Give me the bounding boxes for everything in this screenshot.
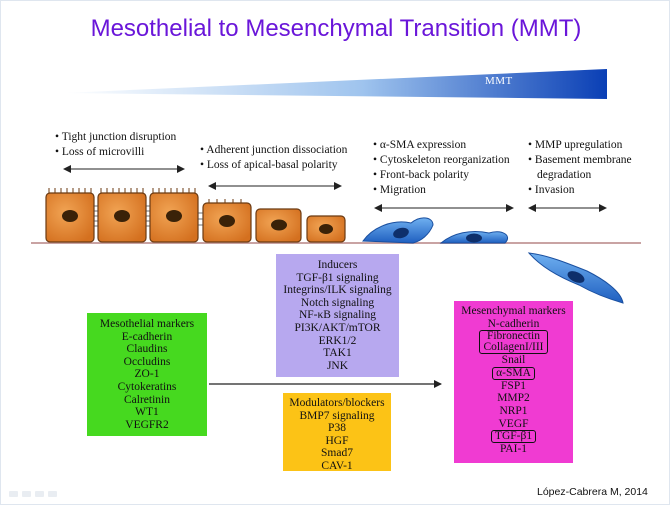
box-line: WT1 bbox=[135, 406, 159, 419]
box-line: FSP1 bbox=[501, 379, 526, 392]
box-line: VEGFR2 bbox=[125, 418, 169, 431]
stage-item: • Front-back polarity bbox=[373, 169, 470, 181]
box-line: P38 bbox=[328, 422, 346, 435]
mesenchymal-markers-box bbox=[454, 301, 573, 463]
box-line: VEGF bbox=[498, 417, 529, 430]
prev-slide-icon[interactable] bbox=[9, 491, 18, 497]
stage-item: • Migration bbox=[373, 184, 426, 196]
stage-item: • Cytoskeleton reorganization bbox=[373, 154, 510, 166]
box-line: Mesenchymal markers bbox=[461, 305, 566, 317]
stage-item: • Loss of microvilli bbox=[55, 146, 145, 158]
box-line: MMP2 bbox=[497, 392, 530, 405]
box-line: Mesothelial markers bbox=[99, 318, 195, 330]
pen-icon[interactable] bbox=[22, 491, 31, 497]
mesenchymal-cells bbox=[362, 217, 624, 304]
stage-item: • Tight junction disruption bbox=[55, 131, 177, 143]
box-line: Notch signaling bbox=[300, 296, 375, 309]
box-line: E-cadherin bbox=[121, 330, 173, 343]
modulators-box bbox=[283, 393, 391, 471]
box-line: PI3K/AKT/mTOR bbox=[294, 321, 381, 334]
stage-3-text: • α-SMA expression • Cytoskeleton reorga… bbox=[373, 138, 510, 198]
mesothelial-cell bbox=[149, 188, 199, 243]
mesothelial-cell bbox=[306, 215, 346, 243]
mmt-gradient-bar bbox=[63, 69, 607, 99]
box-line: Modulators/blockers bbox=[289, 397, 385, 409]
box-line: Inducers bbox=[317, 259, 358, 271]
stage-item: • Loss of apical-basal polarity bbox=[200, 159, 338, 171]
box-line: NF-κB signaling bbox=[298, 309, 377, 322]
mesenchymal-markers-text: Mesenchymal markers N-cadherin Fibronect… bbox=[454, 301, 573, 456]
box-line: ZO-1 bbox=[134, 368, 160, 381]
box-line: Smad7 bbox=[321, 447, 353, 460]
box-line: JNK bbox=[326, 359, 349, 372]
stage-item: degradation bbox=[537, 169, 592, 181]
stage-item: • α-SMA expression bbox=[373, 139, 467, 151]
box-line: HGF bbox=[325, 434, 349, 447]
box-line: TAK1 bbox=[323, 347, 352, 360]
stage-2-text: • Adherent junction dissociation • Loss … bbox=[200, 143, 347, 173]
next-slide-icon[interactable] bbox=[48, 491, 57, 497]
box-line: Snail bbox=[501, 354, 526, 367]
menu-icon[interactable] bbox=[35, 491, 44, 497]
box-line: N-cadherin bbox=[487, 317, 540, 330]
stage-item: • MMP upregulation bbox=[528, 139, 623, 151]
box-line: Occludins bbox=[123, 355, 171, 368]
box-line: TGF-β1 signaling bbox=[296, 271, 379, 284]
highlighted-marker: α-SMA bbox=[492, 366, 535, 380]
mesothelial-cell bbox=[255, 208, 302, 243]
mesothelial-markers-text: Mesothelial markers E-cadherin Claudins … bbox=[87, 313, 207, 431]
stage-item: • Basement membrane bbox=[528, 154, 632, 166]
mesothelial-cells bbox=[45, 188, 346, 243]
box-line: ERK1/2 bbox=[318, 334, 357, 347]
mesothelial-cell bbox=[202, 199, 252, 243]
slide-title: Mesothelial to Mesenchymal Transition (M… bbox=[90, 15, 582, 42]
box-line: Claudins bbox=[126, 343, 168, 356]
box-line: Cytokeratins bbox=[117, 380, 177, 393]
junction-marks bbox=[94, 205, 203, 227]
inducers-box bbox=[276, 254, 399, 377]
box-line: NRP1 bbox=[499, 404, 528, 417]
box-line: Fibronectin bbox=[486, 330, 540, 343]
box-line: BMP7 signaling bbox=[299, 409, 375, 422]
inducers-text: Inducers TGF-β1 signaling Integrins/ILK … bbox=[276, 254, 399, 372]
mmt-gradient-label: MMT bbox=[485, 75, 513, 87]
citation: López-Cabrera M, 2014 bbox=[537, 486, 648, 498]
box-line: CAV-1 bbox=[321, 459, 353, 472]
box-line: Integrins/ILK signaling bbox=[283, 284, 392, 297]
stage-item: • Adherent junction dissociation bbox=[200, 144, 348, 156]
stage-1-text: • Tight junction disruption • Loss of mi… bbox=[55, 130, 176, 160]
mesothelial-cell bbox=[97, 188, 147, 243]
box-line: CollagenI/III bbox=[483, 341, 544, 354]
highlighted-marker: TGF-β1 bbox=[490, 430, 537, 444]
stage-item: • Invasion bbox=[528, 184, 575, 196]
modulators-text: Modulators/blockers BMP7 signaling P38 H… bbox=[283, 393, 391, 473]
mesothelial-markers-box bbox=[87, 313, 207, 436]
slide-controls bbox=[9, 491, 57, 497]
box-line: PAI-1 bbox=[499, 443, 528, 456]
box-line: Calretinin bbox=[124, 393, 170, 406]
stage-4-text: • MMP upregulation • Basement membrane d… bbox=[528, 138, 632, 198]
mesothelial-cell bbox=[45, 188, 95, 243]
